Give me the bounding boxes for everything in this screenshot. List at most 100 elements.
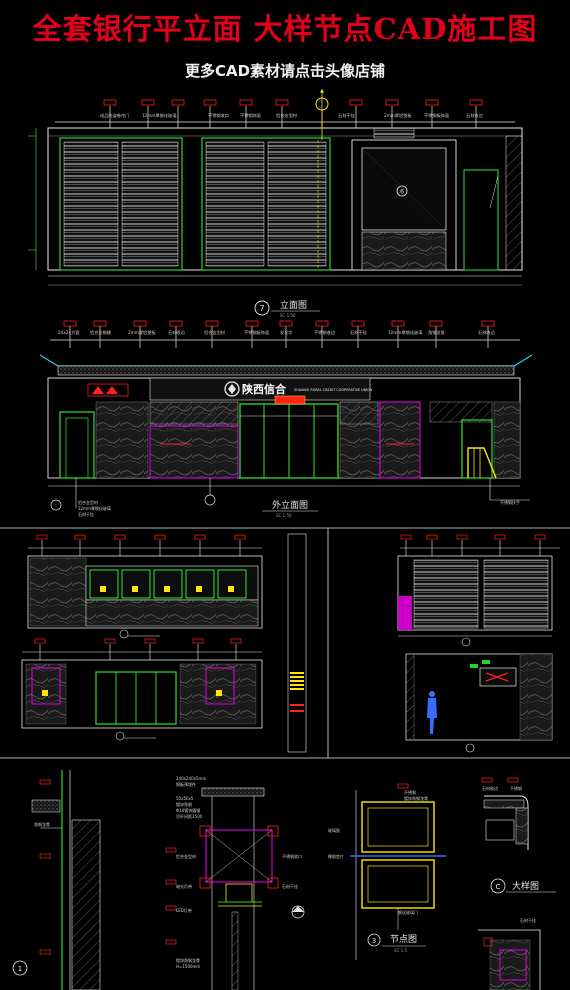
svg-text:不锈钢收口: 不锈钢收口 bbox=[282, 853, 302, 859]
title-bar: 全套银行平立面 大样节点CAD施工图 更多CAD素材请点击头像店铺 bbox=[0, 0, 570, 90]
cornice-band bbox=[57, 365, 515, 376]
svg-text:2mm厚铝塑板: 2mm厚铝塑板 bbox=[128, 329, 156, 336]
svg-text:石材干挂: 石材干挂 bbox=[350, 329, 367, 336]
svg-text:铝合金型材: 铝合金型材 bbox=[204, 329, 225, 336]
svg-text:Φ14镀锌圆钢: Φ14镀锌圆钢 bbox=[176, 807, 200, 813]
svg-text:C: C bbox=[496, 883, 501, 891]
svg-text:3: 3 bbox=[372, 937, 376, 945]
svg-text:石材收边: 石材收边 bbox=[466, 112, 484, 119]
svg-text:铝合金型材: 铝合金型材 bbox=[276, 112, 297, 119]
note-text-row-top: 成品防盗卷帘门 12mm厚钢化玻璃 不锈钢收口 不锈钢饰面 铝合金型材 石材干挂… bbox=[100, 112, 484, 119]
node-detail-drawing: 不锈钢 镀锌角钢龙骨 玻璃胶 橡胶垫片 钢化玻璃门 3 节点图 SC 1:5 bbox=[328, 783, 446, 960]
detail-c-drawing: 石材收边 不锈钢 石材干挂 C 大样图 bbox=[478, 777, 556, 990]
svg-text:铝合金型材: 铝合金型材 bbox=[176, 853, 196, 859]
node-box-bottom bbox=[361, 859, 435, 909]
louver-panel-left bbox=[59, 137, 183, 271]
svg-text:镀锌角钢龙骨: 镀锌角钢龙骨 bbox=[404, 795, 428, 801]
teller-elevation-drawing bbox=[27, 534, 263, 639]
svg-text:石材干挂: 石材干挂 bbox=[282, 883, 298, 889]
svg-text:7: 7 bbox=[259, 304, 264, 313]
sign-cn-text: 陕西信合 bbox=[242, 382, 287, 396]
svg-text:角钢龙骨: 角钢龙骨 bbox=[34, 821, 50, 827]
svg-text:发光字: 发光字 bbox=[280, 329, 293, 336]
svg-text:12mm厚钢化玻璃: 12mm厚钢化玻璃 bbox=[388, 329, 422, 336]
note-text-row-mid: 24x24方管 铝合金格栅 2mm厚铝塑板 石材收边 铝合金型材 不锈钢板饰面 … bbox=[58, 329, 496, 336]
svg-text:2mm厚铝塑板: 2mm厚铝塑板 bbox=[384, 112, 412, 119]
svg-text:不锈钢: 不锈钢 bbox=[510, 785, 522, 791]
svg-text:成品防盗卷帘门: 成品防盗卷帘门 bbox=[100, 112, 129, 119]
main-title: 全套银行平立面 大样节点CAD施工图 bbox=[32, 12, 538, 46]
svg-text:暗光灯带: 暗光灯带 bbox=[176, 883, 192, 889]
svg-text:角钢龙骨: 角钢龙骨 bbox=[428, 329, 445, 336]
svg-text:吊杆间距1500: 吊杆间距1500 bbox=[176, 813, 203, 819]
svg-text:不锈钢板饰面: 不锈钢板饰面 bbox=[424, 112, 449, 119]
detail-callout-icon bbox=[396, 185, 408, 197]
svg-text:钢化玻璃门: 钢化玻璃门 bbox=[398, 909, 418, 915]
drawing-number-badge bbox=[254, 300, 270, 316]
svg-text:不锈钢收口: 不锈钢收口 bbox=[208, 112, 229, 119]
svg-text:石材收边: 石材收边 bbox=[168, 329, 186, 336]
svg-text:24x24方管: 24x24方管 bbox=[58, 329, 80, 336]
svg-text:6: 6 bbox=[400, 189, 404, 196]
detail-c-caption: 大样图 bbox=[512, 880, 539, 892]
svg-text:240x240x5mm: 240x240x5mm bbox=[176, 776, 206, 781]
svg-text:石材收边: 石材收边 bbox=[482, 785, 498, 791]
svg-text:镀锌角钢龙骨: 镀锌角钢龙骨 bbox=[176, 957, 200, 963]
exterior-caption: 外立面图 bbox=[272, 499, 308, 511]
sign-box-magenta bbox=[205, 829, 273, 883]
leader-tags-top bbox=[55, 92, 515, 128]
sign-en-text: SHAANXI RURAL CREDIT COOPERATIVE UNION bbox=[294, 388, 373, 392]
svg-text:不锈钢饰面: 不锈钢饰面 bbox=[240, 112, 261, 119]
leader-tags-mid bbox=[50, 326, 520, 348]
exterior-elevation-drawing: 24x24方管 铝合金格栅 2mm厚铝塑板 石材收边 铝合金型材 不锈钢板饰面 … bbox=[39, 320, 533, 518]
svg-text:▲: ▲ bbox=[320, 88, 324, 94]
door-right bbox=[463, 169, 499, 271]
human-scale-figure bbox=[427, 691, 437, 734]
elevation-7-drawing: ▲ 成品防盗卷帘门 12mm厚钢化玻璃 不锈钢收口 不锈钢饰面 铝合金型材 石材… bbox=[28, 88, 523, 318]
svg-text:SC 1:5: SC 1:5 bbox=[394, 948, 407, 953]
left-entrance bbox=[59, 411, 95, 479]
main-sign-band bbox=[149, 377, 371, 401]
svg-text:12mm厚钢化玻璃: 12mm厚钢化玻璃 bbox=[142, 112, 176, 119]
right-panel-drawing bbox=[397, 534, 560, 753]
window-magenta-right bbox=[379, 401, 421, 479]
bank-logo-icon bbox=[224, 381, 240, 397]
teller-window-frames bbox=[89, 569, 247, 599]
sign-section-drawing: 240x240x5mm 钢板预埋件 50x50x5 镀锌角钢 Φ14镀锌圆钢 吊… bbox=[165, 776, 305, 990]
svg-text:石材干挂: 石材干挂 bbox=[78, 511, 94, 517]
window-magenta-left bbox=[149, 425, 239, 479]
leader-tag-markers bbox=[103, 99, 483, 106]
svg-text:不锈钢板饰面: 不锈钢板饰面 bbox=[244, 329, 269, 336]
svg-text:玻璃胶: 玻璃胶 bbox=[328, 827, 340, 833]
svg-text:石材干挂: 石材干挂 bbox=[338, 112, 355, 119]
svg-text:橡胶垫片: 橡胶垫片 bbox=[328, 853, 344, 859]
svg-text:不锈钢: 不锈钢 bbox=[404, 789, 416, 795]
ramp-railing bbox=[467, 447, 497, 479]
wall-section-drawing: 角钢龙骨 1 bbox=[12, 770, 101, 990]
svg-text:12mm厚钢化玻璃: 12mm厚钢化玻璃 bbox=[78, 505, 111, 511]
svg-text:不锈钢扶手: 不锈钢扶手 bbox=[500, 499, 520, 505]
svg-text:镀锌角钢: 镀锌角钢 bbox=[176, 801, 192, 807]
svg-text:铝合金型材: 铝合金型材 bbox=[78, 499, 98, 505]
svg-text:1: 1 bbox=[18, 965, 22, 973]
section-strip bbox=[287, 533, 307, 753]
svg-text:H=1500mm: H=1500mm bbox=[176, 964, 200, 969]
svg-text:石材干挂: 石材干挂 bbox=[520, 917, 536, 923]
red-logo-left bbox=[87, 383, 129, 397]
svg-text:50x50x5: 50x50x5 bbox=[176, 796, 194, 801]
svg-text:石材收边: 石材收边 bbox=[478, 329, 496, 336]
node-caption: 节点图 bbox=[390, 934, 417, 945]
lobby-elevation-drawing bbox=[21, 638, 263, 741]
svg-text:不锈钢收边: 不锈钢收边 bbox=[314, 329, 336, 336]
right-door bbox=[461, 419, 493, 479]
subtitle: 更多CAD素材请点击头像店铺 bbox=[184, 62, 386, 80]
svg-text:SC 1:50: SC 1:50 bbox=[280, 313, 296, 318]
svg-text:铝合金格栅: 铝合金格栅 bbox=[90, 329, 111, 336]
cornice-cyan bbox=[39, 354, 533, 367]
svg-text:钢板预埋件: 钢板预埋件 bbox=[176, 781, 196, 787]
elevation-7-caption: 立面图 bbox=[280, 299, 307, 311]
svg-text:LED灯带: LED灯带 bbox=[176, 907, 192, 913]
svg-text:SC 1:50: SC 1:50 bbox=[276, 513, 292, 518]
node-box-top bbox=[361, 801, 435, 853]
